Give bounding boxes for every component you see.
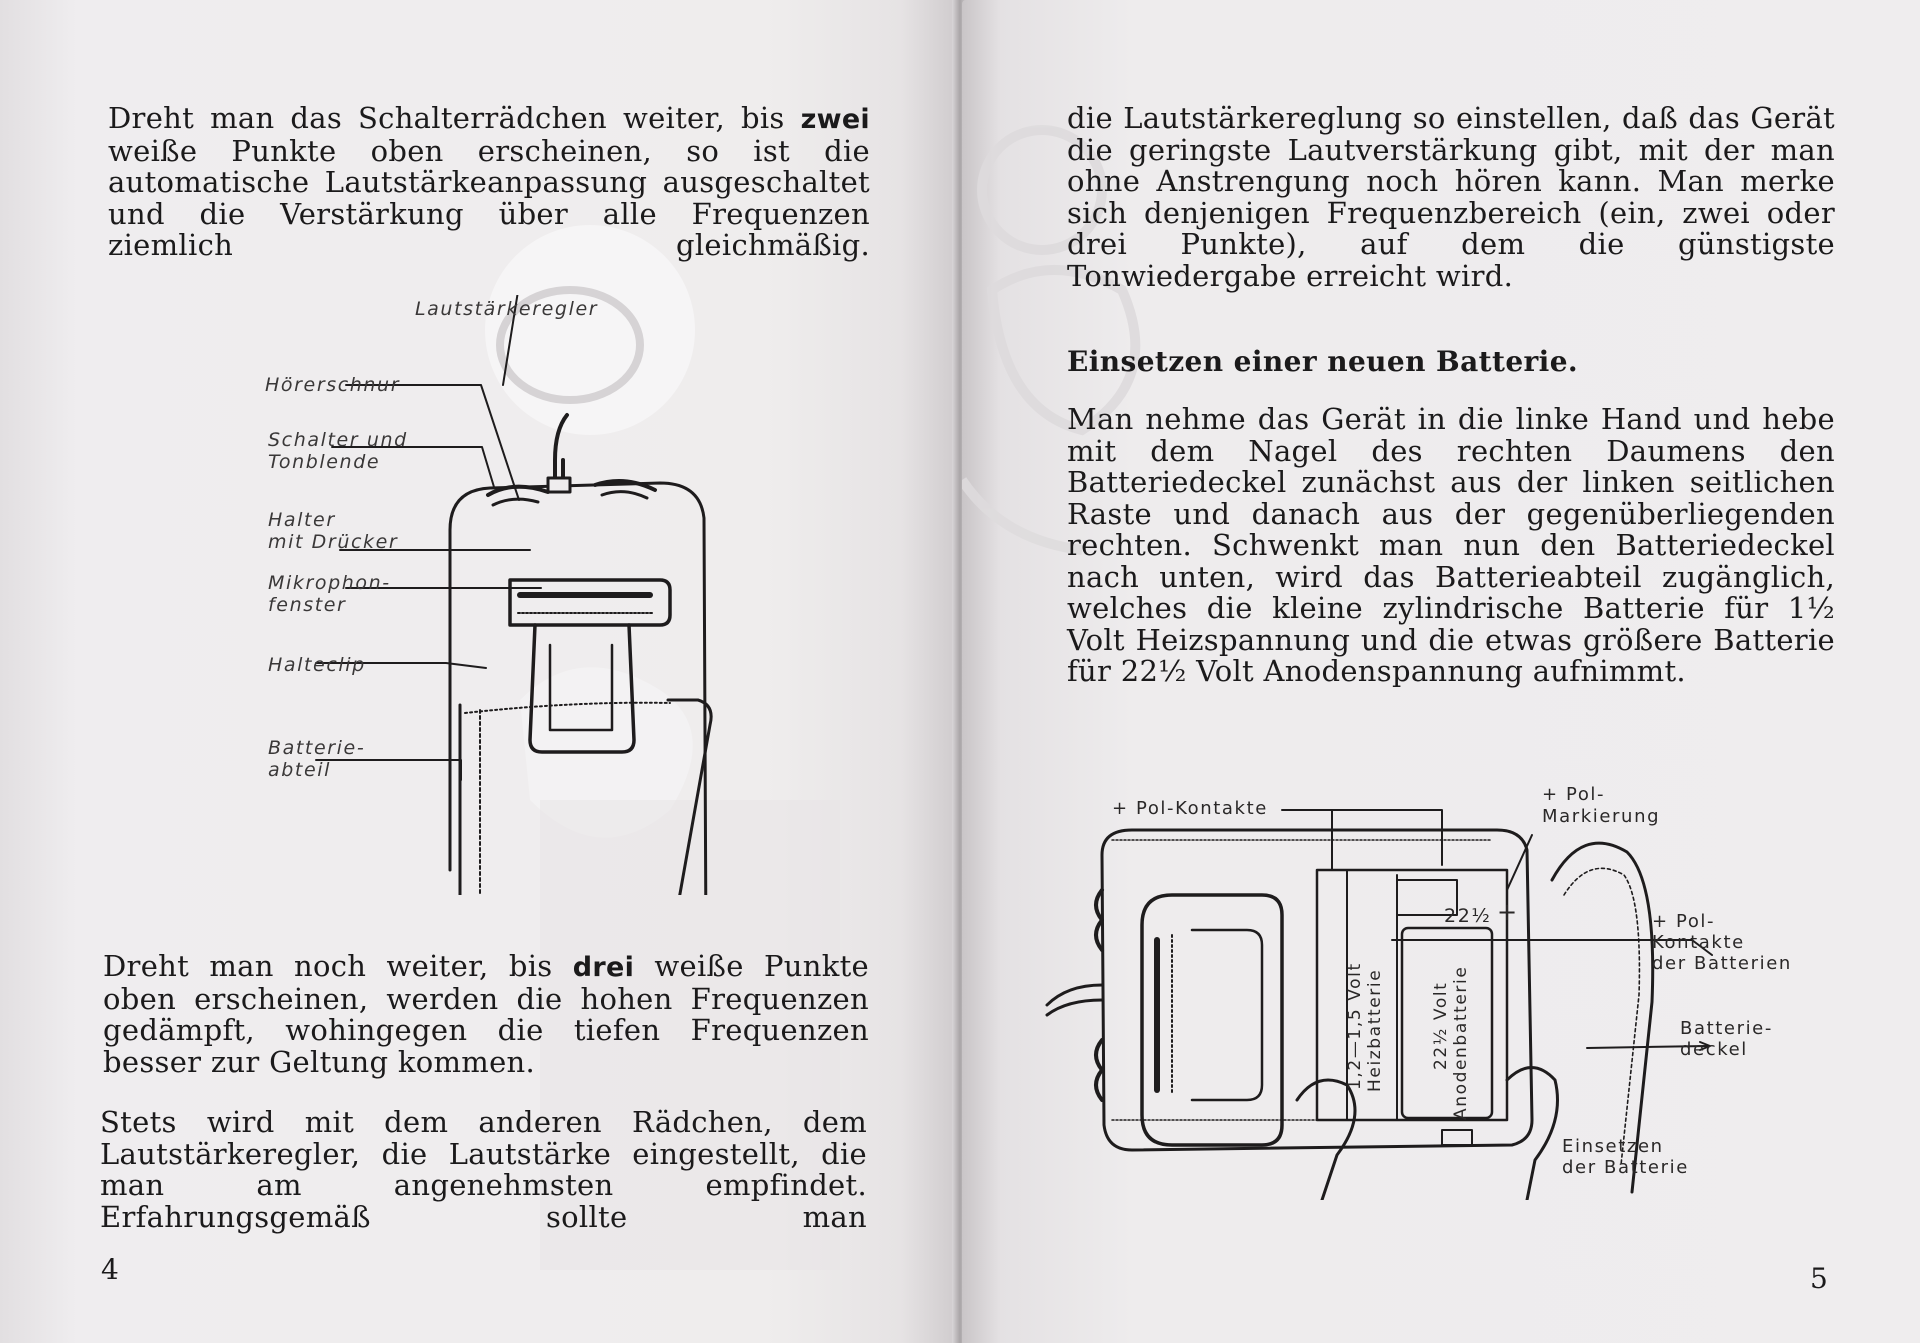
left-paragraph-3: Stets wird mit dem anderen Rädchen, dem … [100, 1105, 867, 1234]
label-heater-battery-1: 1,2—1,5 Volt [1345, 962, 1365, 1090]
label-anode-battery-2: Anodenbatterie [1451, 966, 1471, 1120]
label-mic-1: Mikrophon- [268, 572, 391, 594]
holder-right [1140, 893, 1284, 1147]
label-cover-2: deckel [1680, 1039, 1748, 1060]
label-battery-contacts-2: Kontakte [1652, 932, 1745, 953]
right-page: die Lautstärkereglung so einstellen, daß… [962, 0, 1920, 1343]
thumb-right [1505, 1066, 1559, 1200]
battery-bay [1315, 868, 1509, 1122]
label-battery-1: Batterie- [268, 737, 365, 759]
label-heater-battery-2: Heizbatterie [1365, 969, 1385, 1092]
volume-wheel [593, 479, 657, 492]
left-paragraph-1: Dreht man das Schalterrädchen weiter, bi… [108, 101, 870, 262]
label-plus-mark: + [1497, 898, 1519, 926]
label-battery-contacts-1: + Pol- [1652, 911, 1715, 932]
label-225-mark: 22½ [1444, 905, 1491, 927]
page-number-left: 4 [101, 1253, 119, 1286]
battery-cover [1550, 841, 1655, 1194]
label-insert-1: Einsetzen [1562, 1136, 1664, 1157]
cord-right [1045, 983, 1104, 1007]
label-battery-2: abteil [268, 759, 331, 781]
page-number-right: 5 [1810, 1262, 1828, 1295]
label-pol-mark-1: + Pol- [1542, 784, 1605, 805]
label-cord: Hörerschnur [265, 374, 400, 396]
label-mic-2: fenster [268, 594, 346, 616]
label-switch-1: Schalter und [268, 429, 408, 451]
battery-diagram: + Pol-Kontakte + Pol- Markierung + Pol- … [1045, 784, 1792, 1200]
label-switch-2: Tonblende [268, 451, 380, 473]
hearing-aid-diagram: Lautstärkeregler [315, 295, 713, 895]
label-cover-1: Batterie- [1680, 1018, 1773, 1039]
thumb-left [1295, 1078, 1357, 1200]
section-heading: Einsetzen einer neuen Batterie. [1067, 345, 1579, 378]
cord [553, 413, 569, 487]
device-outline-right [1100, 828, 1534, 1152]
label-volume-regler: Lautstärkeregler [415, 298, 598, 320]
hearing-aid-labels: Lautstärkeregler Hörerschnur Schalter un… [265, 298, 598, 781]
label-pol-contacts: + Pol-Kontakte [1112, 798, 1268, 819]
label-anode-battery-1: 22½ Volt [1431, 982, 1451, 1070]
battery-compartment [458, 698, 713, 895]
holder [508, 578, 672, 627]
left-page: Dreht man das Schalterrädchen weiter, bi… [0, 0, 958, 1343]
label-clip: Halteclip [268, 654, 366, 676]
bold-word-zwei: zwei [800, 104, 870, 135]
label-battery-contacts-3: der Batterien [1652, 953, 1792, 974]
device-outline [448, 481, 708, 895]
label-insert-2: der Batterie [1562, 1157, 1689, 1178]
anode-battery [1400, 926, 1494, 1120]
left-paragraph-2: Dreht man noch weiter, bis drei weiße Pu… [103, 949, 870, 1079]
right-paragraph-2: Man nehme das Gerät in die linke Hand un… [1067, 402, 1835, 688]
clip [528, 623, 636, 754]
bold-word-drei: drei [572, 952, 635, 983]
label-holder-1: Halter [268, 509, 336, 531]
right-paragraph-1: die Lautstärkereglung so einstellen, daß… [1067, 101, 1835, 293]
label-holder-2: mit Drücker [268, 531, 398, 553]
label-pol-mark-2: Markierung [1542, 806, 1660, 827]
